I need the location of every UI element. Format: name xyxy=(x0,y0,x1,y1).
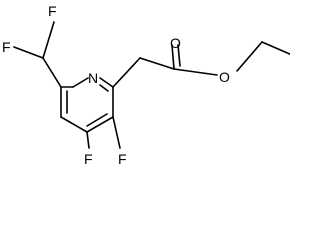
ring-fluorine-bonds xyxy=(86,116,121,149)
bond-c4-f xyxy=(86,131,90,149)
atom-ester-o: O xyxy=(219,69,230,85)
pyridine-ring xyxy=(60,77,114,133)
atom-ring-n: N xyxy=(88,70,98,86)
atom-ring-f3: F xyxy=(118,151,127,167)
atom-labels: F F N O O F F xyxy=(2,3,230,167)
atom-carbonyl-o: O xyxy=(170,35,181,51)
bond-n1-c2 xyxy=(99,77,114,88)
ester-side-chain xyxy=(112,41,290,88)
bond-c3-c4-inner xyxy=(86,113,108,127)
atom-ring-f4: F xyxy=(84,151,93,167)
difluoromethyl-group xyxy=(13,21,62,88)
atom-f-chf2-left: F xyxy=(2,39,11,55)
bond-c3-c4 xyxy=(86,116,114,133)
bond-ester-o-ch2 xyxy=(236,41,263,72)
bond-n1-c2-inner xyxy=(99,84,109,92)
molecule-drawing: F F N O O F F xyxy=(2,3,290,167)
bond-c6-n1 xyxy=(72,77,89,88)
bond-carbonyl-double-1 xyxy=(171,44,175,70)
bond-carbonyl-c-ester-o xyxy=(173,68,218,76)
bond-ethyl-ch2-ch3 xyxy=(261,41,290,56)
bond-chf2-f-top xyxy=(42,21,55,59)
bond-chf2-f-left xyxy=(13,46,44,59)
bond-c4-c5 xyxy=(60,116,88,133)
bond-carbonyl-double-2 xyxy=(177,44,181,67)
bond-c6-chf2 xyxy=(42,57,62,88)
bond-c3-f xyxy=(112,116,121,149)
bond-c2-ch2 xyxy=(112,57,141,88)
atom-f-chf2-top: F xyxy=(48,3,57,19)
structure-canvas: F F N O O F F xyxy=(2,3,290,167)
bond-ch2-carbonyl-c xyxy=(139,57,175,70)
